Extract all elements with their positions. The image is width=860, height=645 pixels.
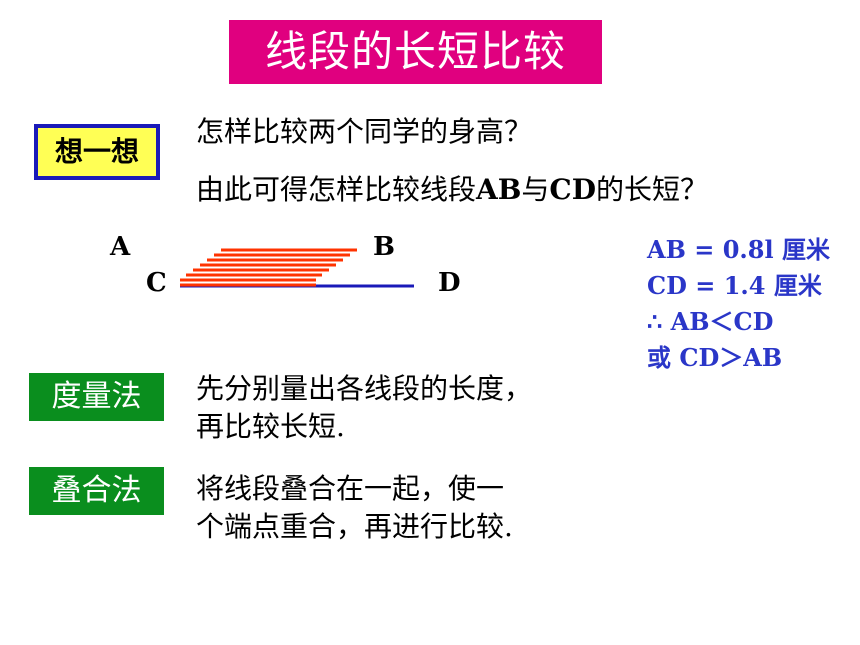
method-measure-label: 度量法 bbox=[29, 373, 164, 421]
method-measure-line: 再比较长短. bbox=[196, 410, 345, 443]
think-label: 想一想 bbox=[34, 124, 160, 180]
answer-block: AB = 0.8l 厘米 CD = 1.4 厘米 ∴ AB＜CD 或 CD＞AB bbox=[647, 232, 852, 376]
question-text-post: 的长短？ bbox=[596, 173, 709, 206]
page-title: 线段的长短比较 bbox=[229, 20, 602, 84]
method-overlap-desc: 将线段叠合在一起，使一 个端点重合，再进行比较. bbox=[196, 470, 513, 546]
method-measure-desc: 先分别量出各线段的长度， 再比较长短. bbox=[196, 370, 532, 446]
answer-conclusion-alt: 或 CD＞AB bbox=[647, 343, 783, 372]
question-text-pre: 由此可得怎样比较线段 bbox=[196, 173, 477, 206]
point-a-label: A bbox=[110, 232, 131, 262]
method-overlap-label: 叠合法 bbox=[29, 467, 164, 515]
answer-cd-length: CD = 1.4 厘米 bbox=[647, 271, 822, 300]
answer-ab-length: AB = 0.8l 厘米 bbox=[647, 235, 830, 264]
point-b-label: B bbox=[373, 232, 395, 262]
question-cd: CD bbox=[549, 173, 596, 206]
point-c-label: C bbox=[146, 268, 167, 298]
method-measure-line: 先分别量出各线段的长度， bbox=[196, 372, 533, 405]
question-segments: 由此可得怎样比较线段AB与CD的长短？ bbox=[196, 168, 708, 208]
point-d-label: D bbox=[438, 268, 461, 298]
method-overlap-line: 个端点重合，再进行比较. bbox=[196, 510, 513, 543]
method-overlap-line: 将线段叠合在一起，使一 bbox=[196, 472, 505, 505]
question-ab: AB bbox=[476, 173, 522, 206]
question-heights: 怎样比较两个同学的身高？ bbox=[196, 115, 533, 148]
question-text-mid: 与 bbox=[521, 173, 550, 206]
answer-conclusion: ∴ AB＜CD bbox=[647, 307, 774, 336]
